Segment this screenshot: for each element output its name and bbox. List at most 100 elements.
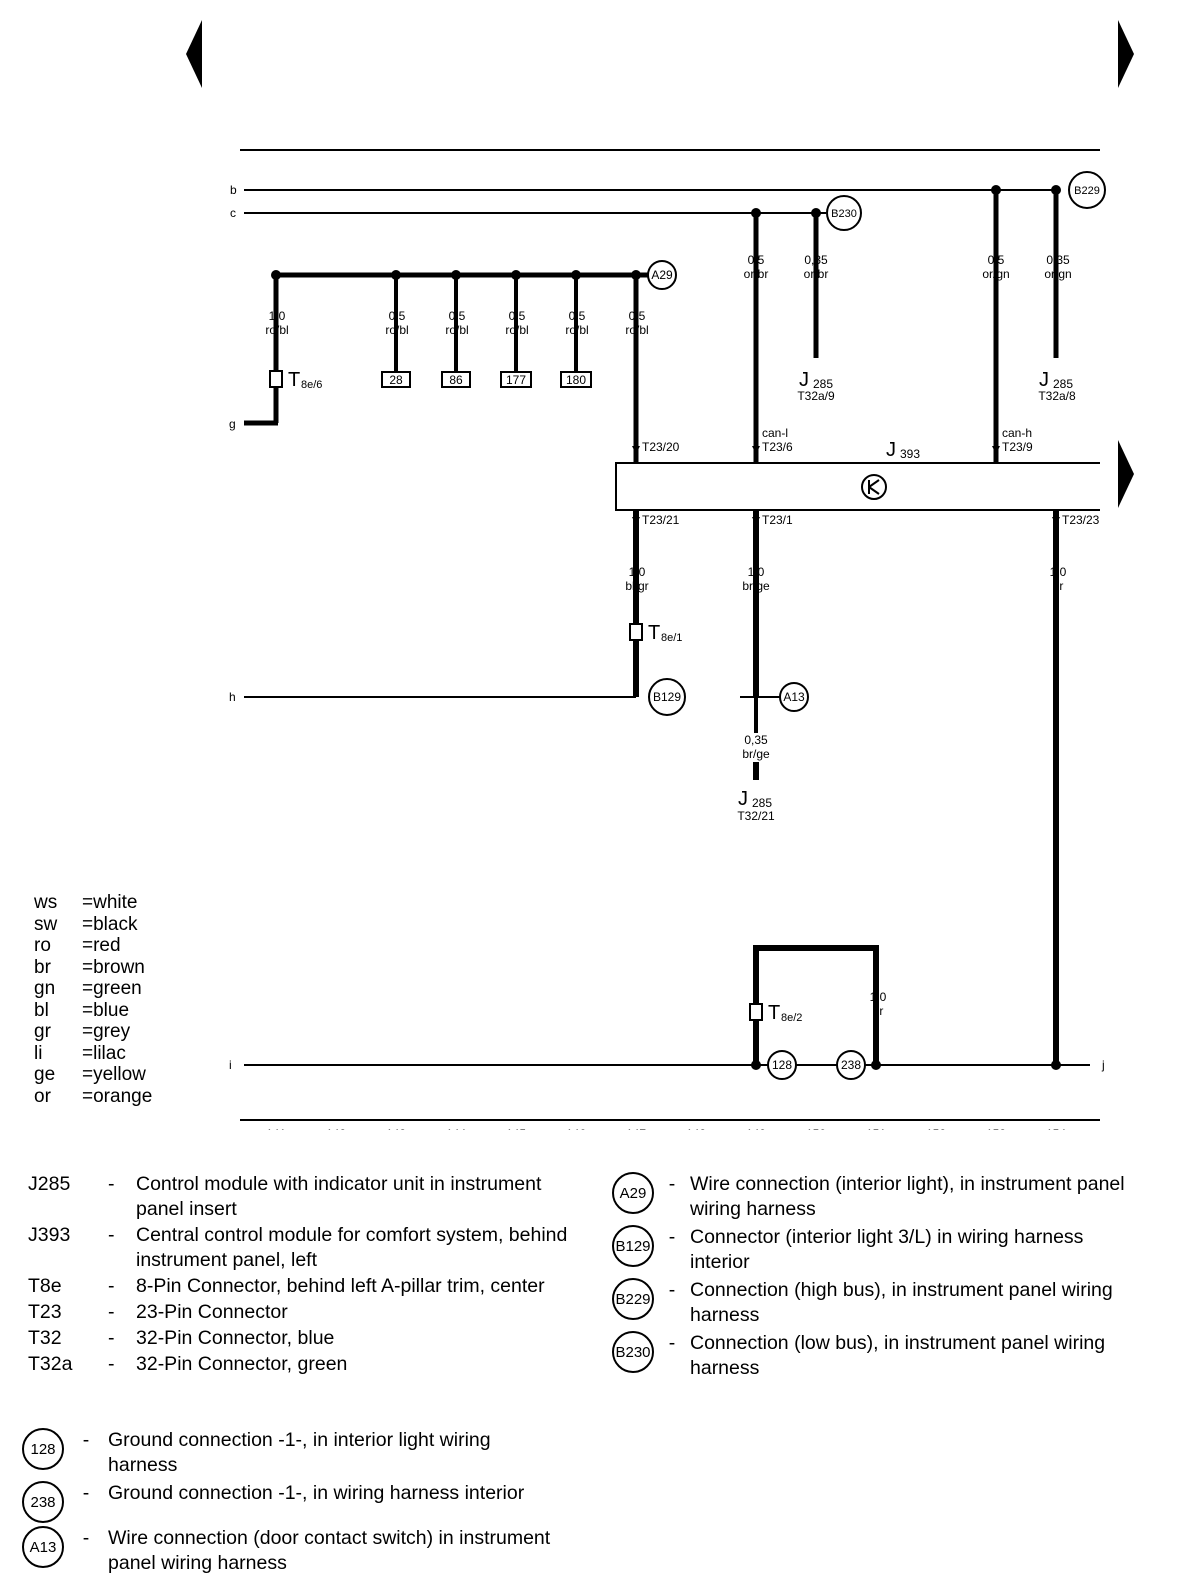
connection-row: B229-Connection (high bus), in instrumen… [612, 1278, 1135, 1328]
wire-5-size: 0,5 [569, 309, 586, 323]
scale-142: 142 [326, 1127, 346, 1130]
scale-141: 141 [266, 1127, 286, 1130]
bubble-b129 [648, 678, 686, 716]
ref-box-28 [381, 371, 411, 388]
ground-point-row: 128-Ground connection -1-, in interior l… [22, 1428, 553, 1478]
junction-dot [811, 208, 821, 218]
scale-144: 144 [446, 1127, 466, 1130]
connection-row: B129-Connector (interior light 3/L) in w… [612, 1225, 1135, 1275]
wire-1-color: ro/bl [265, 323, 288, 337]
wire-7-size: 0,5 [748, 253, 765, 267]
ref-box-86-label: 86 [449, 373, 463, 387]
junction-dot [871, 1060, 881, 1070]
bubble-128 [767, 1050, 797, 1080]
scale-143: 143 [386, 1127, 406, 1130]
bubble-238 [836, 1050, 866, 1080]
wire-3-color: ro/bl [445, 323, 468, 337]
color-legend-row: br= brown [34, 956, 145, 978]
wire-13-color: br [1053, 579, 1064, 593]
ref-box-177-label: 177 [506, 373, 526, 387]
pin-can-h: can-h [1002, 426, 1032, 440]
wire-6-size: 0,5 [629, 309, 646, 323]
wire-4-color: ro/bl [505, 323, 528, 337]
ground-point-badge: A13 [22, 1526, 64, 1568]
connector-t8e1-sub: 8e/1 [661, 632, 682, 644]
bubble-b229-label: B229 [1074, 185, 1100, 197]
next-page-arrow-icon[interactable] [1118, 20, 1134, 88]
ref-box-28-label: 28 [389, 373, 403, 387]
pin-arrow-icon [752, 446, 760, 454]
pin-can-l: can-l [762, 426, 788, 440]
bus-letter-c: c [230, 206, 236, 220]
color-legend-row: or= orange [34, 1085, 153, 1107]
junction-dot [751, 1060, 761, 1070]
wire-5-group: 0,5 ro/bl 180 [560, 275, 592, 388]
wire-2-group: 0,5 ro/bl 28 [381, 275, 411, 388]
color-legend-row: ws= white [34, 892, 138, 913]
connection-row: B230-Connection (low bus), in instrument… [612, 1331, 1135, 1381]
wire-11-size: 1,0 [629, 565, 646, 579]
connector-t8e2-icon [749, 1003, 763, 1021]
ground-point-row: 238-Ground connection -1-, in wiring har… [22, 1481, 553, 1523]
scale-146: 146 [566, 1127, 586, 1130]
wire-13-size: 1,0 [1050, 565, 1067, 579]
component-row: T23-23-Pin Connector [28, 1301, 288, 1323]
connection-badge: B230 [612, 1331, 654, 1373]
wire-5-color: ro/bl [565, 323, 588, 337]
wire-8-size: 0,35 [804, 253, 828, 267]
control-module-icon [861, 474, 887, 500]
color-legend-row: li= lilac [34, 1042, 126, 1064]
bubble-a29 [647, 260, 677, 290]
bus-letter-h: h [229, 690, 236, 704]
component-row: J393-Central control module for comfort … [28, 1224, 568, 1271]
j285-a-main: J [799, 369, 809, 391]
junction-dot [991, 185, 1001, 195]
component-row: T32-32-Pin Connector, blue [28, 1327, 335, 1349]
color-legend-row: gn= green [34, 978, 142, 999]
wire-10-color: or/gn [1044, 267, 1071, 281]
bubble-b229 [1068, 171, 1106, 209]
connection-list: A29-Wire connection (interior light), in… [612, 1172, 1135, 1384]
ref-box-180 [560, 371, 592, 388]
wire-7-color: or/br [744, 267, 769, 281]
j285-a-sub: 285 [813, 377, 833, 391]
wire-12-color: br/ge [742, 579, 770, 593]
component-list: J285-Control module with indicator unit … [28, 1172, 591, 1378]
scale-154: 154 [1046, 1127, 1066, 1130]
junction-dot [1051, 185, 1061, 195]
wire-10-size: 0,35 [1046, 253, 1070, 267]
wire-6-color: ro/bl [625, 323, 648, 337]
connector-t8e6-main: T [288, 369, 300, 391]
scale-147: 147 [626, 1127, 646, 1130]
j285-b-pin: T32a/8 [1038, 389, 1076, 403]
j285-c-main: J [738, 788, 748, 810]
continue-arrow-icon[interactable] [1118, 440, 1134, 508]
wire-11-color: bl/gr [625, 579, 648, 593]
bubble-b129-label: B129 [653, 690, 681, 704]
wire-8-color: or/br [804, 267, 829, 281]
connection-badge: A29 [612, 1172, 654, 1214]
connector-t8e2-sub: 8e/2 [781, 1012, 802, 1024]
connection-badge: B229 [612, 1278, 654, 1320]
color-legend-row: sw= black [34, 913, 138, 935]
scale-150: 150 [806, 1127, 826, 1130]
ref-box-177 [500, 371, 532, 388]
ref-box-180-label: 180 [566, 373, 586, 387]
wire-2-color: ro/bl [385, 323, 408, 337]
color-legend-row: bl= blue [34, 999, 130, 1021]
bus-letter-j: j [1101, 1058, 1105, 1072]
component-row: J285-Control module with indicator unit … [28, 1173, 542, 1220]
prev-page-arrow-icon[interactable] [186, 20, 202, 88]
wire-12-size: 1,0 [748, 565, 765, 579]
wire-2-size: 0,5 [389, 309, 406, 323]
connector-t8e2-main: T [768, 1002, 780, 1024]
control-module-icon-mark [868, 479, 880, 495]
junction-dot [751, 208, 761, 218]
color-legend-row: ge= yellow [34, 1064, 146, 1085]
wire-4-size: 0,5 [509, 309, 526, 323]
connector-t8e6-sub: 8e/6 [301, 379, 322, 391]
wire-9-size: 0,5 [988, 253, 1005, 267]
scale-152: 152 [926, 1127, 946, 1130]
component-row: T32a-32-Pin Connector, green [28, 1353, 348, 1375]
connection-row: A29-Wire connection (interior light), in… [612, 1172, 1135, 1222]
